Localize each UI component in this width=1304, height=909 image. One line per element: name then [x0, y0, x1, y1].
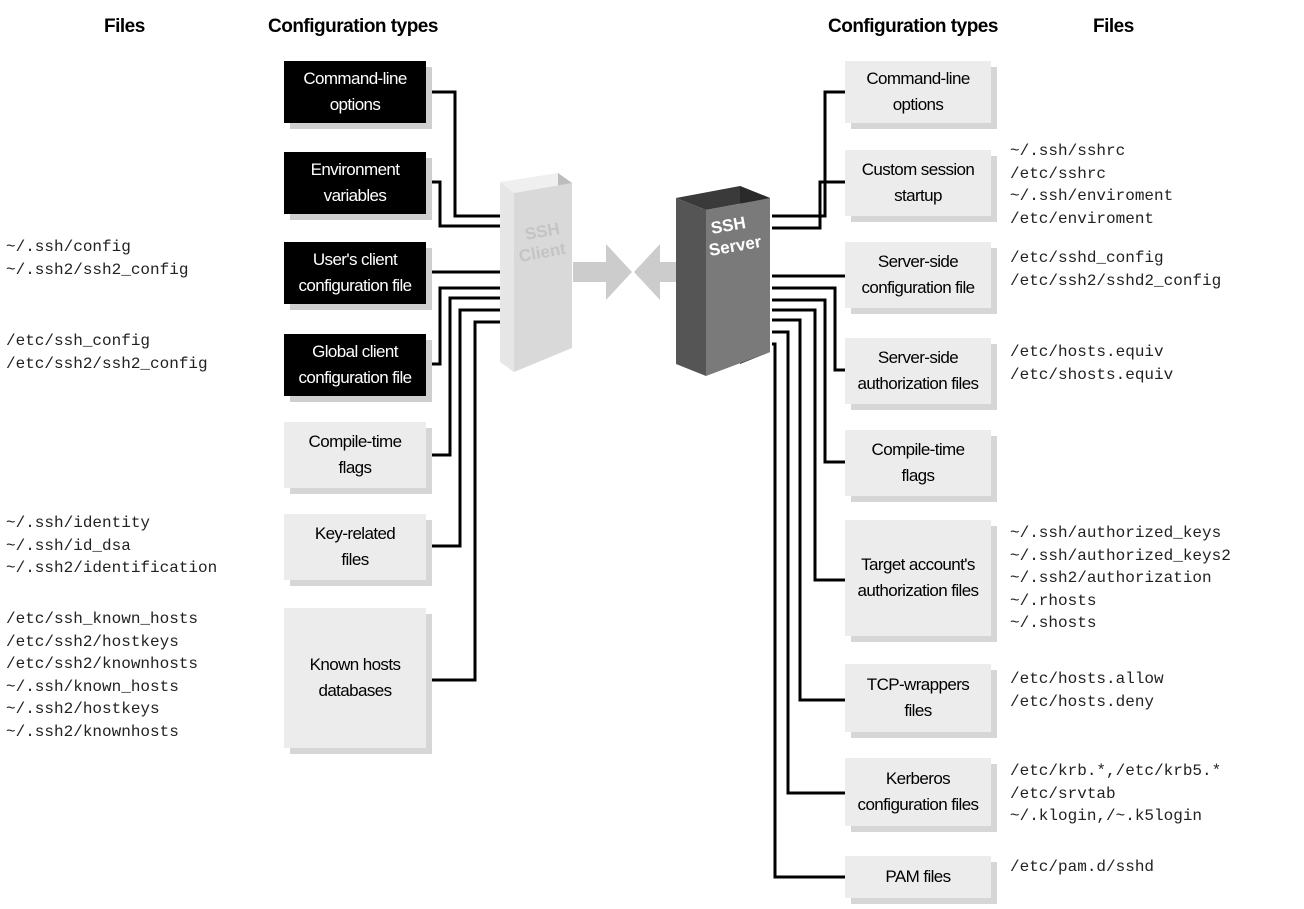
client-connector-5 — [428, 296, 510, 457]
ssh-client-tower — [500, 173, 572, 372]
client-connector-1 — [428, 90, 510, 218]
box-label: User's client configuration file — [298, 250, 413, 295]
box-label: Compile-time flags — [871, 440, 966, 485]
right-files-header: Files — [1093, 16, 1134, 37]
box-label: TCP-wrappers files — [866, 675, 970, 720]
box-label: PAM files — [885, 867, 951, 886]
server-connector-5 — [772, 298, 845, 464]
box-label: Environment variables — [310, 160, 400, 205]
server-connector-8 — [772, 330, 845, 795]
box-label: Command-line options — [866, 69, 970, 114]
ssh-server-tower — [676, 186, 770, 376]
server-command-line-options-box: Command-line options — [845, 61, 991, 123]
server-files-pam: /etc/pam.d/sshd — [1010, 858, 1155, 876]
server-config-file-box: Server-side configuration file — [845, 242, 991, 308]
client-files-key-related: ~/.ssh/identity ~/.ssh/id_dsa ~/.ssh2/id… — [6, 514, 218, 577]
box-label: Command-line options — [303, 69, 407, 114]
arrow-left — [634, 244, 676, 300]
server-files-authorization: /etc/hosts.equiv /etc/shosts.equiv — [1010, 343, 1174, 384]
box-label: Server-side authorization files — [857, 348, 980, 393]
server-custom-session-startup-box: Custom session startup — [845, 150, 991, 216]
client-connector-6 — [428, 308, 510, 548]
client-global-config-file-box: Global client configuration file — [284, 334, 426, 396]
server-files-target-account: ~/.ssh/authorized_keys ~/.ssh/authorized… — [1010, 524, 1231, 632]
box-label: Server-side configuration file — [861, 252, 976, 297]
client-files-global-config: /etc/ssh_config /etc/ssh2/ssh2_config — [6, 332, 208, 373]
server-files-kerberos: /etc/krb.*,/etc/krb5.* /etc/srvtab ~/.kl… — [1010, 762, 1222, 825]
box-label: Key-related files — [314, 524, 396, 569]
left-files-header: Files — [104, 16, 145, 37]
client-command-line-options-box: Command-line options — [284, 61, 426, 123]
server-connector-4 — [772, 286, 845, 372]
server-connector-2 — [772, 180, 845, 230]
server-connector-9 — [772, 342, 845, 879]
server-kerberos-box: Kerberos configuration files — [845, 758, 991, 826]
server-target-account-auth-box: Target account's authorization files — [845, 520, 991, 636]
client-files-known-hosts: /etc/ssh_known_hosts /etc/ssh2/hostkeys … — [6, 610, 199, 741]
client-connector-2 — [428, 180, 510, 228]
box-label: Global client configuration file — [298, 342, 413, 387]
server-tcp-wrappers-box: TCP-wrappers files — [845, 664, 991, 732]
server-compile-time-flags-box: Compile-time flags — [845, 430, 991, 496]
arrow-right — [573, 244, 632, 300]
server-files-config: /etc/sshd_config /etc/ssh2/sshd2_config — [1010, 249, 1222, 290]
box-label: Target account's authorization files — [857, 555, 980, 600]
server-connector-6 — [772, 308, 845, 582]
client-compile-time-flags-box: Compile-time flags — [284, 422, 426, 488]
server-pam-files-box: PAM files — [845, 856, 991, 898]
client-connector-4 — [428, 286, 510, 366]
box-label: Known hosts databases — [309, 655, 401, 700]
box-label: Custom session startup — [861, 160, 975, 205]
server-connector-7 — [772, 318, 845, 702]
box-label: Compile-time flags — [308, 432, 403, 477]
server-files-session-startup: ~/.ssh/sshrc /etc/sshrc ~/.ssh/enviromen… — [1010, 142, 1174, 228]
right-config-types-header: Configuration types — [828, 16, 998, 37]
server-authorization-files-box: Server-side authorization files — [845, 338, 991, 404]
client-files-user-config: ~/.ssh/config ~/.ssh2/ssh2_config — [6, 238, 189, 279]
client-connector-7 — [428, 320, 510, 682]
left-config-types-header: Configuration types — [268, 16, 438, 37]
server-files-tcp-wrappers: /etc/hosts.allow /etc/hosts.deny — [1010, 670, 1164, 711]
server-connector-1 — [772, 90, 845, 218]
client-key-related-files-box: Key-related files — [284, 514, 426, 580]
client-user-config-file-box: User's client configuration file — [284, 242, 426, 304]
connection-arrows — [573, 244, 676, 300]
box-label: Kerberos configuration files — [857, 769, 980, 814]
client-environment-variables-box: Environment variables — [284, 152, 426, 214]
client-known-hosts-box: Known hosts databases — [284, 608, 426, 748]
